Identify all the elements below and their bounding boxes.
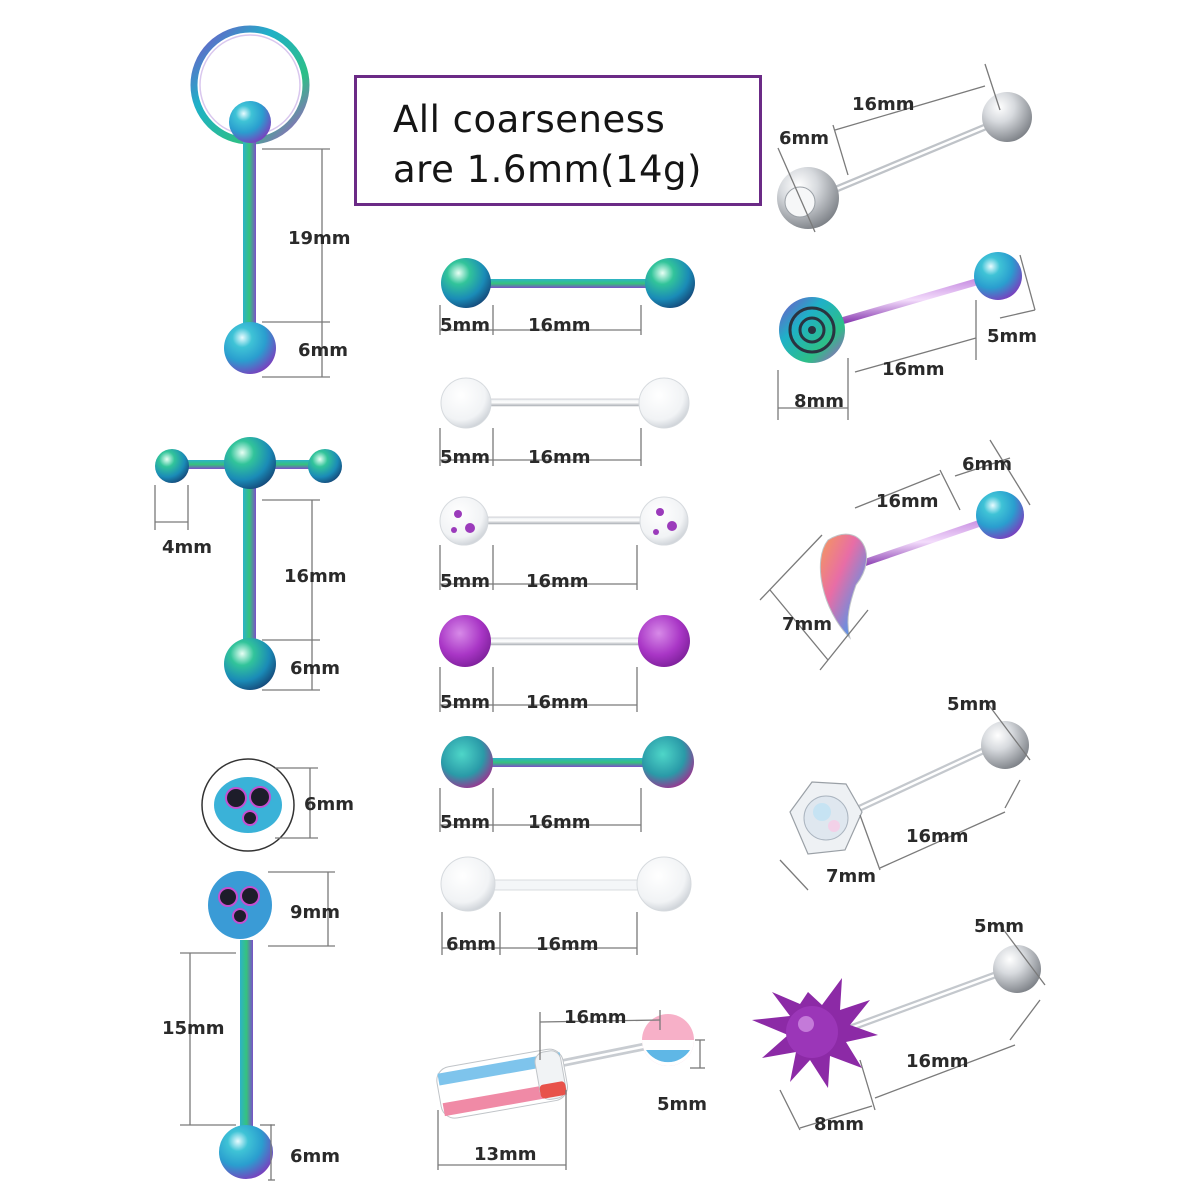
r3-ball-label: 6mm <box>962 454 1012 475</box>
p1-ball-label: 6mm <box>298 340 348 361</box>
r4-top-label: 7mm <box>826 866 876 887</box>
r3-length-label: 16mm <box>876 491 939 512</box>
m3-ball-label: 5mm <box>440 571 490 592</box>
m1-length-label: 16mm <box>528 315 591 336</box>
m6-ball-label: 6mm <box>446 934 496 955</box>
barbell-with-ring <box>190 25 310 374</box>
p1-length-label: 19mm <box>288 228 351 249</box>
r5-length-label: 16mm <box>906 1051 969 1072</box>
middle-barbell-6 <box>440 856 692 912</box>
right-heart-barbell <box>819 491 1024 640</box>
m2-length-label: 16mm <box>528 447 591 468</box>
middle-bar-top-barbell <box>436 1014 694 1119</box>
dimension-lines-p1 <box>262 148 330 378</box>
skull-barbell <box>208 871 273 1179</box>
m5-ball-label: 5mm <box>440 812 490 833</box>
m7-length-label: 16mm <box>564 1007 627 1028</box>
m5-length-label: 16mm <box>528 812 591 833</box>
m6-length-label: 16mm <box>536 934 599 955</box>
dimension-lines-p2 <box>154 485 320 691</box>
r4-length-label: 16mm <box>906 826 969 847</box>
r2-length-label: 16mm <box>882 359 945 380</box>
dimension-lines-p3 <box>180 767 335 1181</box>
p3-length-label: 15mm <box>162 1018 225 1039</box>
m4-length-label: 16mm <box>526 692 589 713</box>
m7-top-label: 13mm <box>474 1144 537 1165</box>
r4-ball-label: 5mm <box>947 694 997 715</box>
r5-ball-label: 5mm <box>974 916 1024 937</box>
middle-barbell-1 <box>441 258 695 308</box>
m2-ball-label: 5mm <box>440 447 490 468</box>
r5-top-label: 8mm <box>814 1114 864 1135</box>
notice-line-2: are 1.6mm(14g) <box>393 148 702 191</box>
p3-skull-label: 9mm <box>290 902 340 923</box>
m3-length-label: 16mm <box>526 571 589 592</box>
right-gem-barbell <box>789 721 1029 855</box>
right-crystal-silver-barbell <box>777 92 1032 229</box>
right-dimension-lines <box>759 63 1046 1131</box>
r2-top-label: 8mm <box>794 391 844 412</box>
middle-barbell-2 <box>440 377 690 429</box>
middle-barbell-5 <box>441 736 694 788</box>
p2-length-label: 16mm <box>284 566 347 587</box>
p3-head-label: 6mm <box>304 794 354 815</box>
skull-head-circle <box>201 758 295 852</box>
right-spiky-barbell <box>752 945 1041 1088</box>
middle-barbell-3 <box>439 496 689 546</box>
m1-ball-label: 5mm <box>440 315 490 336</box>
middle-barbell-4 <box>439 615 690 667</box>
notice-line-1: All coarseness <box>393 98 666 141</box>
right-rose-barbell <box>779 252 1022 363</box>
r1-ball-label: 6mm <box>779 128 829 149</box>
gauge-notice-box: All coarseness are 1.6mm(14g) <box>354 75 762 206</box>
r3-top-label: 7mm <box>782 614 832 635</box>
m7-dimension-lines <box>437 1010 705 1170</box>
middle-dimension-lines <box>439 305 642 955</box>
r1-length-label: 16mm <box>852 94 915 115</box>
m7-ball-label: 5mm <box>657 1094 707 1115</box>
p2-side-ball-label: 4mm <box>162 537 212 558</box>
r2-ball-label: 5mm <box>987 326 1037 347</box>
m4-ball-label: 5mm <box>440 692 490 713</box>
p3-ball-label: 6mm <box>290 1146 340 1167</box>
cross-barbell <box>155 437 342 690</box>
p2-ball-label: 6mm <box>290 658 340 679</box>
